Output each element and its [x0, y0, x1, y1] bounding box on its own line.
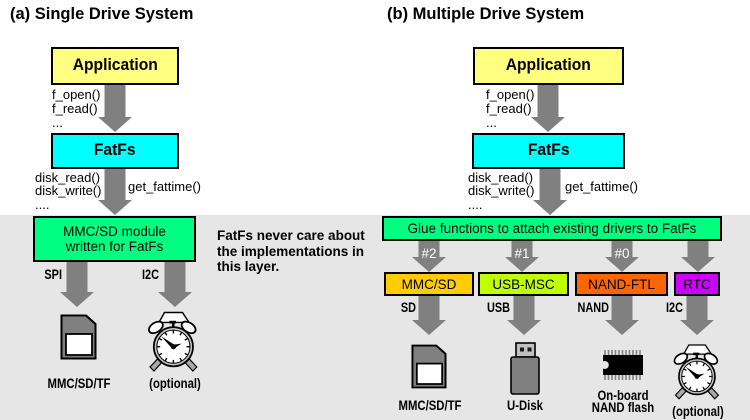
bus-label-usb: USB [486, 299, 510, 315]
caption-usb: U-Disk [507, 397, 543, 413]
panel-b-get-fattime: get_fattime() [565, 179, 638, 194]
arrow-a-app-to-fatfs [98, 85, 132, 132]
arrow-glue-0 [605, 241, 639, 272]
note-line2: the implementations in [217, 243, 365, 259]
driver-box-rtc: RTC [674, 272, 720, 296]
driver-box-nand-ftl-label: NAND-FTL [588, 276, 655, 292]
caption-nand-line1: On-board [597, 387, 649, 403]
driver-box-nand-ftl: NAND-FTL [575, 272, 668, 296]
bus-label-nand: NAND [577, 299, 609, 315]
arrow-glue-rtc [681, 241, 715, 272]
alarm-clock-icon-a [148, 311, 198, 372]
call-disk-write: disk_write() [35, 183, 102, 198]
panel-a-title: (a) Single Drive System [10, 4, 194, 23]
panel-b-disk-calls: disk_read() disk_write() .... [468, 169, 535, 212]
driver-box-rtc-label: RTC [683, 276, 711, 292]
sd-card-icon-b [411, 344, 447, 389]
arrow-b-app-to-fatfs [531, 85, 565, 132]
panel-a-fatfs-box: FatFs [51, 133, 179, 169]
driver-box-mmc-sd-label: MMC/SD [401, 276, 457, 292]
caption-card-a: MMC/SD/TF [47, 375, 111, 391]
driver-box-usb-msc: USB-MSC [478, 272, 569, 296]
panel-a-app-calls: f_open() f_read() ... [52, 88, 100, 130]
bus-label-spi: SPI [44, 266, 62, 282]
panel-b-app-calls: f_open() f_read() ... [486, 88, 534, 130]
panel-a-get-fattime: get_fattime() [128, 179, 201, 194]
call-f-read: f_read() [52, 101, 98, 116]
call-dots: .... [468, 196, 483, 212]
call-f-open: f_open() [52, 87, 101, 102]
bus-label-i2c-b: I2C [665, 299, 683, 315]
arrow-drv-rtc [680, 296, 714, 335]
drive-number-0: #0 [614, 245, 630, 261]
bus-label-sd: SD [400, 299, 416, 315]
alarm-clock-icon-b [673, 344, 720, 400]
panel-b-application-label: Application [505, 55, 592, 74]
call-f-read: f_read() [486, 101, 532, 116]
call-disk-read: disk_read() [468, 169, 534, 185]
drive-number-1: #1 [514, 245, 530, 261]
call-ellipsis: ... [52, 115, 63, 130]
panel-a-module-box: MMC/SD module written for FatFs [33, 216, 196, 262]
arrow-a-i2c [158, 262, 192, 307]
driver-box-mmc-sd: MMC/SD [384, 272, 474, 296]
panel-b-fatfs-box: FatFs [472, 133, 625, 169]
glue-box-label: Glue functions to attach existing driver… [407, 221, 697, 236]
panel-a-application-box: Application [51, 47, 179, 85]
call-disk-read: disk_read() [35, 169, 101, 185]
arrow-glue-2 [412, 241, 446, 272]
panel-b-fatfs-label: FatFs [527, 140, 570, 159]
bus-label-i2c-a: I2C [141, 266, 159, 282]
panel-b-title: (b) Multiple Drive System [387, 4, 585, 23]
panel-a-disk-calls: disk_read() disk_write() .... [35, 169, 102, 212]
driver-box-usb-msc-label: USB-MSC [492, 276, 555, 292]
drive-number-2: #2 [421, 245, 437, 261]
arrow-b-fatfs-to-glue [533, 169, 567, 215]
call-disk-write: disk_write() [468, 183, 535, 198]
panel-a-application-label: Application [72, 55, 158, 74]
call-dots: .... [35, 196, 50, 212]
arrow-drv-nand [605, 296, 639, 335]
module-box-line2: written for FatFs [65, 239, 164, 254]
sd-card-icon-a [60, 314, 97, 360]
panel-b-application-box: Application [473, 47, 624, 85]
arrow-drv-usb [507, 296, 541, 335]
layer-note: FatFs never care about the implementatio… [217, 228, 365, 275]
panel-a-fatfs-label: FatFs [94, 140, 136, 159]
note-line3: this layer. [217, 259, 280, 275]
call-f-open: f_open() [486, 87, 535, 102]
caption-optional-b: (optional) [672, 403, 724, 419]
arrow-drv-card [412, 296, 446, 335]
caption-card-b: MMC/SD/TF [398, 397, 462, 413]
caption-nand-line2: NAND flash [591, 399, 655, 415]
glue-box: Glue functions to attach existing driver… [382, 216, 722, 241]
module-box-line1: MMC/SD module [63, 223, 166, 239]
caption-optional-a: (optional) [149, 375, 201, 391]
arrow-a-spi [60, 262, 94, 307]
note-line1: FatFs never care about [217, 228, 365, 243]
arrow-a-fatfs-to-module [98, 169, 132, 215]
usb-disk-icon [510, 342, 540, 395]
arrow-glue-1 [505, 241, 539, 272]
nand-chip-icon [602, 350, 643, 380]
call-ellipsis: ... [486, 115, 497, 130]
